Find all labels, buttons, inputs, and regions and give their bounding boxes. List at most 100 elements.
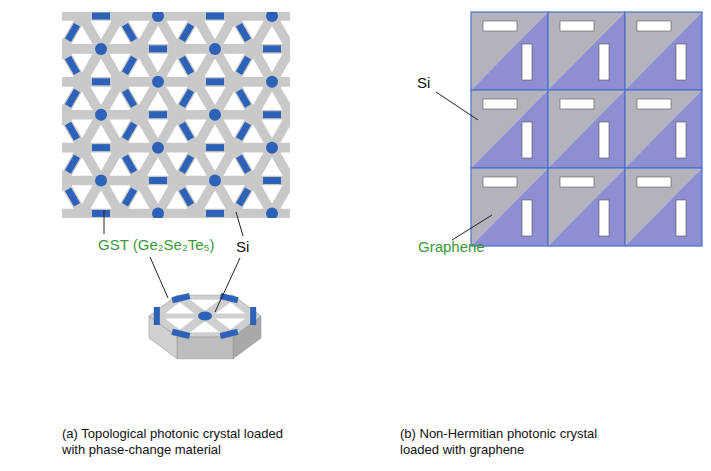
si-region xyxy=(471,12,548,90)
air-slot xyxy=(637,177,671,187)
cell-border xyxy=(471,12,548,90)
gst-dot xyxy=(266,207,278,218)
air-hole xyxy=(190,321,220,332)
cell-border xyxy=(471,168,548,246)
air-hole xyxy=(261,91,282,109)
air-hole xyxy=(147,26,168,44)
graphene-region xyxy=(471,168,548,246)
air-slot xyxy=(560,177,594,187)
air-hole xyxy=(204,152,225,170)
si-region xyxy=(625,90,702,168)
air-hole xyxy=(261,120,282,138)
gst-bar xyxy=(92,144,110,151)
gst-bar xyxy=(236,122,251,141)
leader-line xyxy=(436,92,478,120)
gst-dot xyxy=(95,109,107,121)
gst-bar xyxy=(206,78,224,85)
cell-border xyxy=(625,12,702,90)
gst-dot xyxy=(95,175,107,187)
graphene-region xyxy=(548,168,625,246)
leader-line xyxy=(150,257,168,298)
material-label: Graphene xyxy=(418,238,485,256)
gst-bar xyxy=(179,155,194,174)
air-hole xyxy=(216,319,246,330)
air-slot xyxy=(522,44,532,80)
gst-bar xyxy=(263,177,281,184)
air-hole xyxy=(147,54,168,72)
graphene-lattice xyxy=(471,12,702,246)
air-hole xyxy=(216,302,246,313)
gst-bar xyxy=(179,122,194,141)
gst-bar xyxy=(220,293,239,303)
gst-bar xyxy=(122,89,137,108)
gst-bar xyxy=(206,13,224,20)
graphene-region xyxy=(625,90,702,168)
gst-bar xyxy=(154,307,160,325)
air-hole xyxy=(280,59,290,77)
cell-border xyxy=(471,90,548,168)
material-label: Si xyxy=(236,238,249,256)
gst-bar xyxy=(65,89,80,108)
gst-bar xyxy=(171,293,190,303)
gst-dot xyxy=(266,76,278,88)
graphene-region xyxy=(625,12,702,90)
gst-bar xyxy=(149,111,167,118)
gst-bar xyxy=(220,329,239,339)
gst-bar xyxy=(122,155,137,174)
air-hole xyxy=(147,157,168,175)
gst-dot xyxy=(266,12,278,22)
air-slot xyxy=(599,200,609,236)
graphene-region xyxy=(548,12,625,90)
gst-dot xyxy=(95,43,107,55)
air-hole xyxy=(204,59,225,77)
unit-cell xyxy=(548,168,625,246)
gst-bar xyxy=(149,177,167,184)
air-hole xyxy=(204,190,225,208)
gst-bar xyxy=(236,23,251,42)
gst-bar xyxy=(179,23,194,42)
leader-line xyxy=(104,210,105,234)
air-hole xyxy=(90,152,111,170)
air-slot xyxy=(676,200,686,236)
air-hole xyxy=(90,190,111,208)
si-region xyxy=(625,168,702,246)
kagome-lattice xyxy=(62,12,290,218)
air-slot xyxy=(483,177,517,187)
leader-line xyxy=(215,258,240,312)
unit-cell xyxy=(548,90,625,168)
graphene-region xyxy=(471,90,548,168)
air-hole xyxy=(147,120,168,138)
panel-caption: (a) Topological photonic crystal loaded … xyxy=(62,426,287,457)
air-slot xyxy=(637,99,671,109)
unit-cell xyxy=(471,12,548,90)
gst-bar xyxy=(65,122,80,141)
air-hole xyxy=(165,319,195,330)
air-hole xyxy=(147,91,168,109)
air-slot xyxy=(599,44,609,80)
gst-dot xyxy=(152,12,164,22)
leader-lines xyxy=(104,92,492,312)
air-slot xyxy=(560,99,594,109)
air-hole xyxy=(204,21,225,39)
air-hole xyxy=(190,300,220,311)
gst-bar xyxy=(92,13,110,20)
gst-bar xyxy=(122,187,137,206)
cell-top xyxy=(149,295,261,337)
gst-dot xyxy=(152,76,164,88)
air-hole xyxy=(165,302,195,313)
gst-bar xyxy=(236,155,251,174)
graphene-region xyxy=(548,90,625,168)
air-slot xyxy=(522,122,532,158)
gst-bar xyxy=(179,187,194,206)
gst-bar xyxy=(206,144,224,151)
graphene-region xyxy=(625,168,702,246)
si-region xyxy=(548,168,625,246)
unit-cell xyxy=(625,12,702,90)
gst-bar xyxy=(149,45,167,52)
unit-cell xyxy=(625,90,702,168)
gst-bar xyxy=(263,111,281,118)
gst-bar xyxy=(122,23,137,42)
si-region xyxy=(548,90,625,168)
air-hole xyxy=(204,87,225,105)
gst-dot xyxy=(209,109,221,121)
